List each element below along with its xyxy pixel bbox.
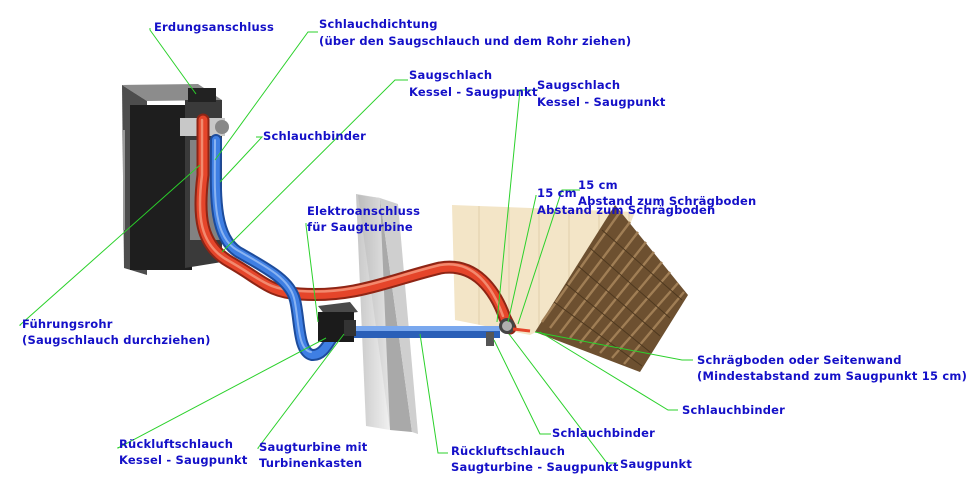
return-hose-boiler [209,134,344,361]
label-abstand-b: Abstand zum Schrägboden [578,194,757,208]
return-pipe-turbine [352,326,500,346]
label-schraegboden: Schrägboden oder Seitenwand [697,353,902,367]
label-saugturbine-detail: Turbinenkasten [259,456,363,470]
label-saugschlauch-a-detail: Kessel - Saugpunkt [409,85,538,99]
sloped-floor [535,205,688,372]
label-abstand-a: Abstand zum Schrägboden [537,203,716,217]
label-elektroanschluss: Elektroanschluss [307,204,421,218]
label-schraegboden-detail: (Mindestabstand zum Saugpunkt 15 cm) [697,369,968,383]
label-schlauchdichtung: Schlauchdichtung [319,17,438,31]
label-fuehrungsrohr: Führungsrohr [22,317,113,331]
label-15cm-a: 15 cm [537,186,577,200]
label-schlauchbinder-bottom: Schlauchbinder [552,426,656,440]
label-saugpunkt: Saugpunkt [620,457,693,471]
suction-hose [194,113,517,335]
label-saugschlauch-b-detail: Kessel - Saugpunkt [537,95,666,109]
label-erdungsanschluss: Erdungsanschluss [154,20,275,34]
label-fuehrungsrohr-detail: (Saugschlauch durchziehen) [22,333,211,347]
suction-point [499,318,531,334]
label-rueckluft-turbine: Rückluftschlauch [451,444,566,458]
label-rueckluft-kessel-detail: Kessel - Saugpunkt [119,453,248,467]
label-rueckluft-turbine-detail: Saugturbine - Saugpunkt [451,460,619,474]
label-15cm-b: 15 cm [578,178,618,192]
leader-lines [19,28,693,464]
label-elektroanschluss-detail: für Saugturbine [307,220,413,234]
label-schlauchbinder-right: Schlauchbinder [682,403,786,417]
label-saugschlauch-a: Saugschlach [409,68,493,82]
label-schlauchbinder-top: Schlauchbinder [263,129,367,143]
turbine-box [318,302,358,342]
label-schlauchdichtung-note: (über den Saugschlauch und dem Rohr zieh… [319,34,632,48]
label-rueckluft-kessel: Rückluftschlauch [119,437,234,451]
label-saugturbine: Saugturbine mit [259,440,368,454]
label-saugschlauch-b: Saugschlach [537,78,621,92]
partition-wall [356,194,418,434]
